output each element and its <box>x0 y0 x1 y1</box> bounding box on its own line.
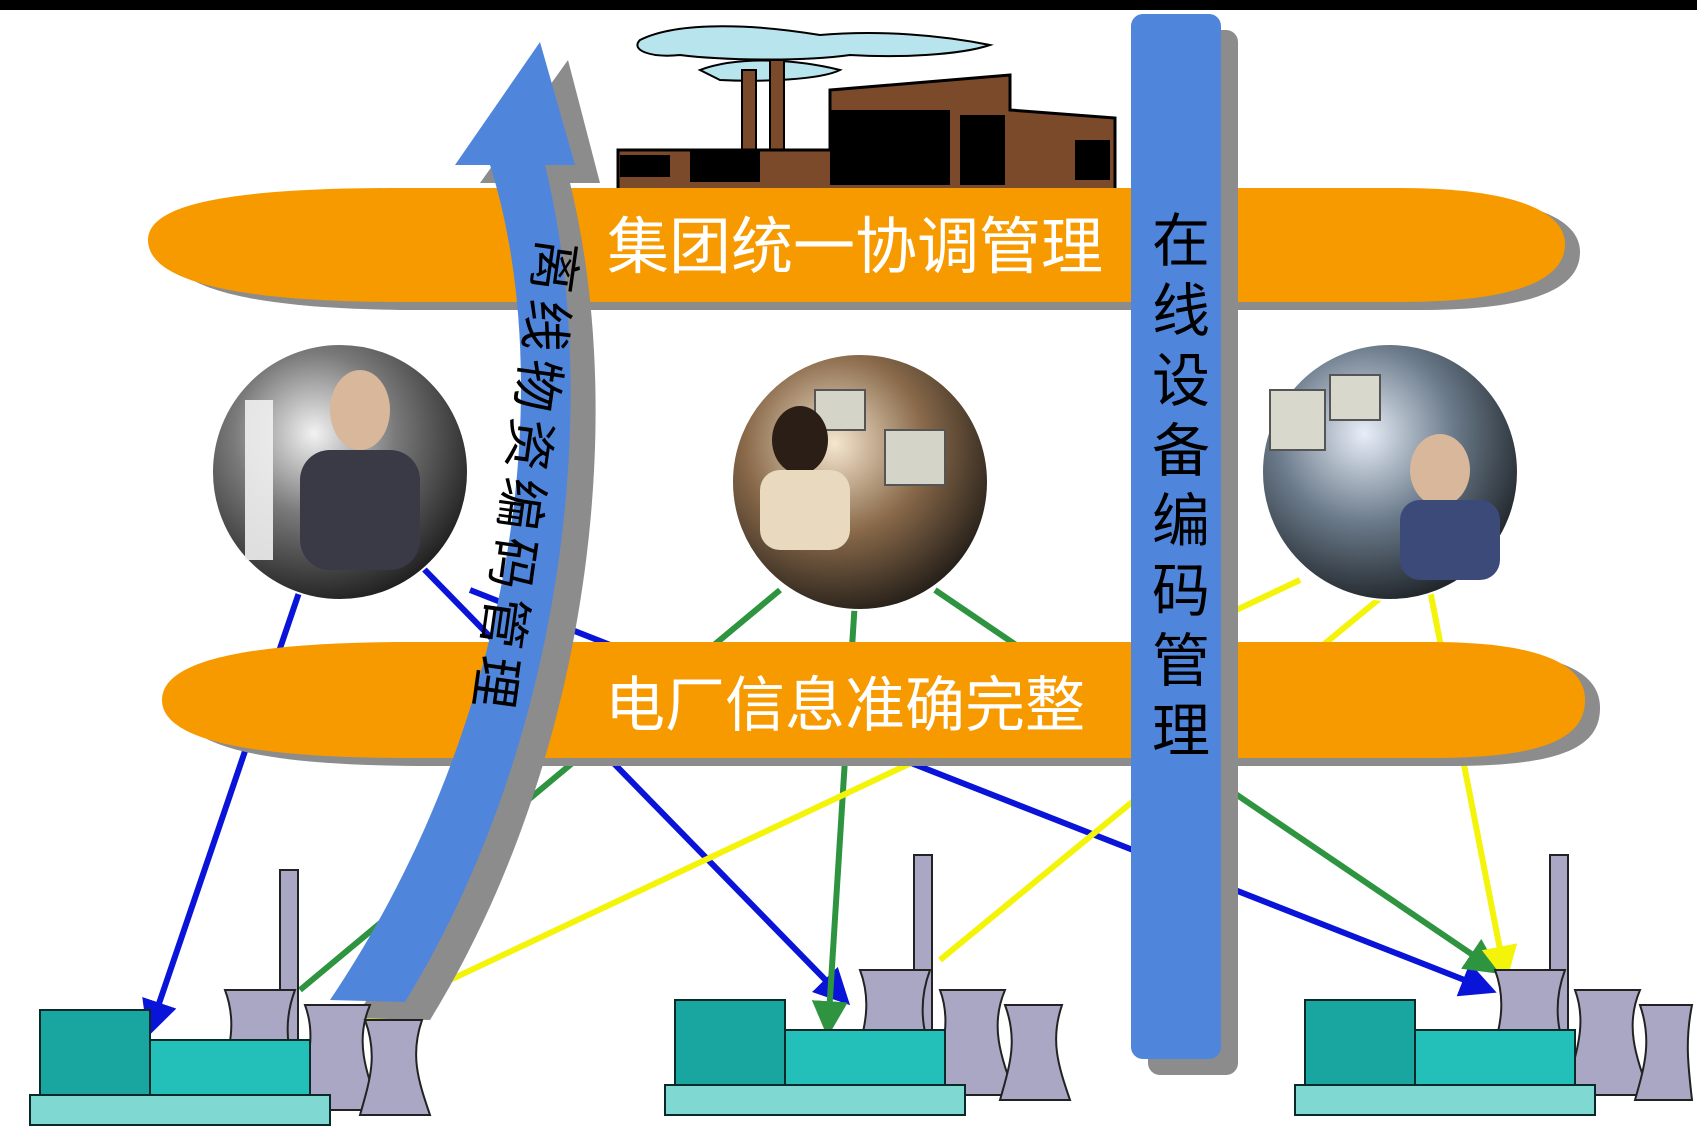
power-plant-right <box>1294 854 1694 1116</box>
people-meeting-photo <box>211 343 469 601</box>
vertical-bar: 在线设备编码管理 <box>1131 14 1238 1075</box>
top-border <box>0 0 1697 10</box>
vertical-bar-label: 在线设备编码管理 <box>1142 210 1210 770</box>
factory-icon <box>616 25 1117 202</box>
bottom-band-label: 电厂信息准确完整 <box>605 671 1085 741</box>
bottom-band: 电厂信息准确完整 <box>162 642 1600 766</box>
power-plant-left <box>29 869 432 1126</box>
top-band: 集团统一协调管理 <box>148 188 1580 310</box>
people-computer-photo <box>731 353 989 611</box>
top-band-label: 集团统一协调管理 <box>607 210 1103 283</box>
control-room-photo <box>1261 343 1519 601</box>
power-plant-center <box>664 854 1072 1116</box>
arrows <box>142 562 1518 1038</box>
